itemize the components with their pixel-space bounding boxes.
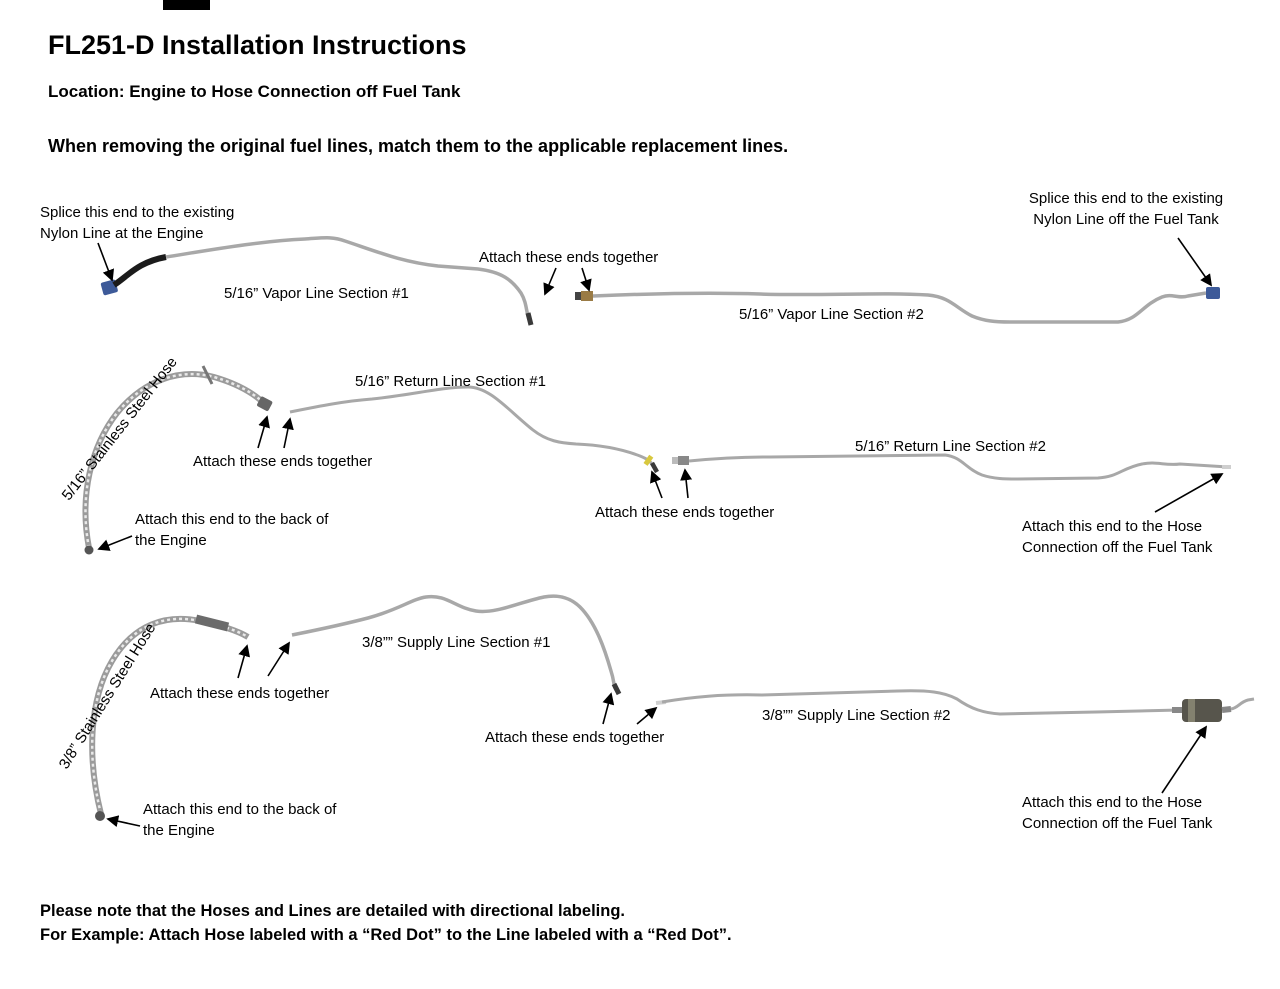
gold-fitting-icon bbox=[581, 291, 593, 301]
supply-engine-end-label: Attach this end to the back of the Engin… bbox=[143, 801, 337, 839]
vapor-attach-arrow-2-icon bbox=[580, 267, 592, 292]
supply-line-2-tube bbox=[661, 689, 1181, 716]
supply-attach1-arrow-1-icon bbox=[237, 644, 251, 679]
vapor-line-1-tube bbox=[165, 236, 531, 320]
braided-hose-tube bbox=[89, 615, 250, 815]
supply-line-section2-drawing bbox=[655, 689, 1255, 722]
vapor-line-section1-drawing bbox=[100, 236, 534, 326]
callout-arrows bbox=[97, 237, 1224, 828]
return-section2-label: 5/16” Return Line Section #2 bbox=[855, 438, 1046, 455]
vapor-attach-arrow-1-icon bbox=[543, 267, 557, 296]
return-tank-end-label: Attach this end to the Hose Connection o… bbox=[1022, 518, 1213, 556]
hose-engine-end-fitting-icon bbox=[84, 545, 94, 555]
vapor-line-section2-drawing bbox=[575, 287, 1220, 324]
supply-line-1-tube bbox=[291, 594, 619, 693]
supply-stainless-hose-drawing bbox=[89, 614, 250, 821]
hose-clamp-icon bbox=[201, 365, 214, 385]
return-attach2-arrow-1-icon bbox=[650, 470, 663, 499]
supply-attach2-arrow-1-icon bbox=[602, 692, 615, 725]
location-subtitle: Location: Engine to Hose Connection off … bbox=[48, 82, 461, 101]
return-attach2-arrow-2-icon bbox=[680, 468, 693, 499]
yellow-dot-marker-icon bbox=[643, 454, 654, 466]
vapor-splice-tank-label: Splice this end to the existing Nylon Li… bbox=[1028, 190, 1224, 228]
supply-attach2-arrow-2-icon bbox=[636, 706, 658, 725]
filter-outlet-nipple bbox=[1221, 706, 1232, 713]
footer-note-2: For Example: Attach Hose labeled with a … bbox=[40, 926, 732, 944]
return-tank-end-arrow-icon bbox=[1154, 473, 1224, 513]
hose-end-fitting-icon bbox=[257, 396, 273, 411]
vapor-section1-label: 5/16” Vapor Line Section #1 bbox=[224, 285, 409, 302]
footer-note-1: Please note that the Hoses and Lines are… bbox=[40, 902, 625, 920]
vapor-splice-engine-arrow-icon bbox=[97, 242, 115, 282]
supply-engine-end-arrow-icon bbox=[106, 815, 141, 828]
return-attach1-arrow-2-icon bbox=[282, 417, 294, 449]
supply-section1-label: 3/8”” Supply Line Section #1 bbox=[362, 634, 551, 651]
hose-engine-end-fitting-icon bbox=[95, 811, 105, 821]
return-line-2-tube bbox=[688, 453, 1229, 481]
supply-tank-end-label: Attach this end to the Hose Connection o… bbox=[1022, 794, 1213, 832]
supply-attach1-arrow-2-icon bbox=[267, 641, 290, 677]
vapor-splice-engine-label: Splice this end to the existing Nylon Li… bbox=[40, 204, 235, 242]
return-line-section2-drawing bbox=[672, 453, 1231, 481]
braid-texture bbox=[90, 617, 249, 815]
vapor-attach-label: Attach these ends together bbox=[479, 249, 659, 266]
vapor-line-1-end-tip bbox=[525, 312, 534, 326]
blue-splice-fitting-icon bbox=[1206, 287, 1220, 299]
return-section1-label: 5/16” Return Line Section #1 bbox=[355, 373, 546, 390]
black-hose-segment bbox=[112, 254, 167, 288]
return-stainless-hose-drawing bbox=[82, 365, 273, 555]
vapor-splice-tank-arrow-icon bbox=[1177, 237, 1213, 287]
return-attach2-label: Attach these ends together bbox=[595, 504, 775, 521]
return-attach1-label: Attach these ends together bbox=[193, 453, 373, 470]
vapor-line-2-tube bbox=[592, 291, 1207, 324]
fuel-filter-band bbox=[1188, 699, 1195, 722]
scan-crop-artifact bbox=[163, 0, 210, 10]
supply-line-section1-drawing bbox=[291, 594, 622, 696]
supply-tank-end-arrow-icon bbox=[1161, 725, 1207, 794]
return-engine-end-arrow-icon bbox=[97, 535, 133, 551]
supply-line-2-tail bbox=[1230, 697, 1255, 711]
vapor-line-2-start-tip bbox=[575, 292, 581, 300]
return-line-1-end-tip bbox=[650, 461, 659, 474]
hose-coupler-icon bbox=[194, 614, 230, 632]
supply-line-1-end-tip bbox=[611, 682, 622, 696]
braid-texture bbox=[84, 372, 267, 549]
return-attach1-arrow-1-icon bbox=[257, 415, 270, 449]
removal-instruction: When removing the original fuel lines, m… bbox=[48, 136, 789, 156]
supply-section2-label: 3/8”” Supply Line Section #2 bbox=[762, 707, 951, 724]
vapor-section2-label: 5/16” Vapor Line Section #2 bbox=[739, 306, 924, 323]
return-line-1-tube bbox=[289, 385, 656, 468]
supply-attach1-label: Attach these ends together bbox=[150, 685, 330, 702]
return-line-2-start-tip bbox=[672, 457, 678, 464]
supply-attach2-label: Attach these ends together bbox=[485, 729, 665, 746]
page-title: FL251-D Installation Instructions bbox=[48, 30, 467, 60]
return-line-2-fitting-icon bbox=[678, 456, 689, 465]
return-engine-end-label: Attach this end to the back of the Engin… bbox=[135, 511, 329, 549]
